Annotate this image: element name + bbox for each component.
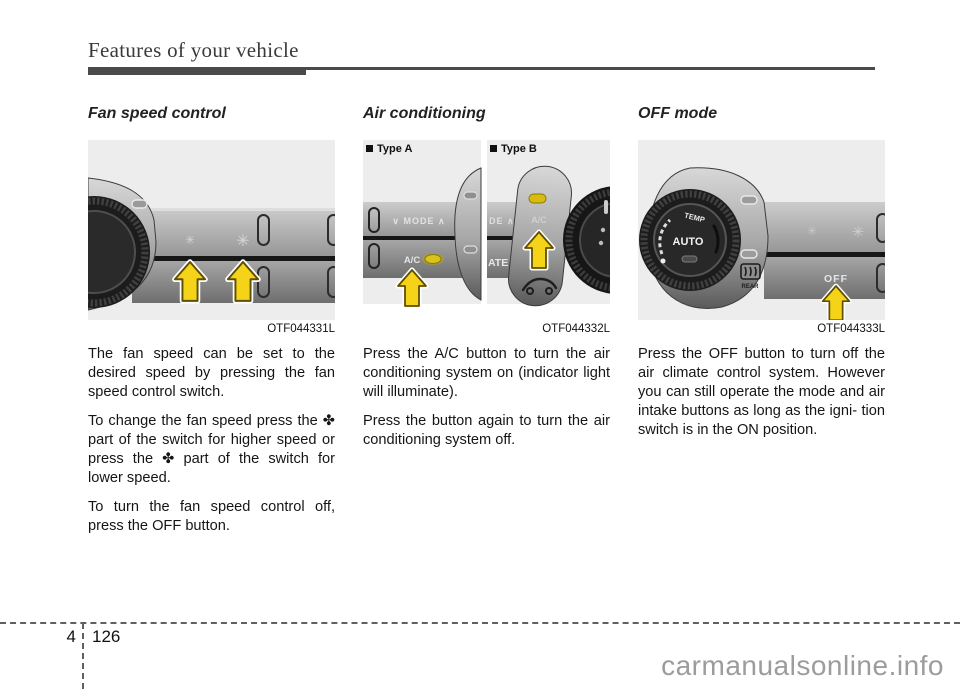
adjacent-housing-edge [454, 167, 482, 301]
strip-highlight [132, 208, 335, 211]
switch-pill-ac [368, 243, 380, 269]
chapter-number: 4 [66, 627, 76, 646]
section-off-mode: OFF mode ✳ ✳ OFF REAR [638, 104, 885, 450]
figure-fan-speed-control: ✳ ✳ OTF044331L [88, 140, 335, 336]
strip-divider [764, 252, 885, 257]
knob-knurl-ring [640, 190, 740, 290]
section-heading-fan-speed: Fan speed control [88, 105, 226, 122]
paragraph: To change the fan speed press the ✤ part… [88, 413, 335, 486]
fan-speed-body-text: The fan speed can be set to the desired … [88, 345, 335, 536]
ac-indicator-light [424, 254, 442, 264]
fan-high-icon: ✳ [852, 224, 865, 241]
figure-caption: OTF044332L [542, 323, 610, 335]
page-title: Features of your vehicle [88, 38, 299, 62]
switch-pill-edge-top [876, 213, 885, 243]
knob-face [653, 203, 727, 277]
knob-knurl-ring [88, 197, 149, 307]
recirculation-car-icon [521, 277, 558, 295]
switch-pill-edge-top [327, 214, 335, 246]
knob-knurl-ring [565, 188, 610, 292]
ac-indicator-light-b [528, 193, 547, 204]
type-b-bullet [490, 145, 497, 152]
strip-divider [132, 256, 335, 261]
housing-indicator-bottom [740, 249, 758, 259]
knob-face [88, 210, 136, 294]
section-fan-speed-control: Fan speed control ✳ ✳ [88, 104, 335, 546]
paragraph: The fan speed can be set to the desired … [88, 346, 335, 400]
mode-row [363, 202, 467, 236]
paragraph: Press the OFF button to turn off the air… [638, 346, 885, 438]
paragraph: To turn the fan speed control off, press… [88, 499, 335, 534]
figure-air-conditioning: Type A ∨ MODE ∧ A/C Type B [363, 140, 610, 336]
knob-face-pill [681, 255, 698, 263]
off-mode-panel-illustration: ✳ ✳ OFF REAR TEMP [638, 140, 885, 320]
strip-divider [363, 236, 467, 240]
header-rule-line [88, 67, 875, 70]
paragraph: Press the button again to turn the air c… [363, 413, 610, 448]
air-conditioning-body-text: Press the A/C button to turn the air con… [363, 345, 610, 450]
auto-label: AUTO [673, 236, 704, 248]
rear-button-label: REAR [741, 284, 759, 290]
figure-caption: OTF044333L [817, 323, 885, 335]
switch-pill-top [257, 214, 270, 246]
panel-strip-top [764, 202, 885, 252]
off-mode-body-text: Press the OFF button to turn off the air… [638, 345, 885, 440]
housing-indicator-top [740, 195, 758, 205]
knob-pointer-arc [712, 224, 720, 254]
watermark-text: carmanualsonline.info [661, 650, 944, 681]
section-air-conditioning: Air conditioning Type A ∨ MODE ∧ A/C [363, 104, 610, 460]
section-heading-off-mode: OFF mode [638, 105, 718, 122]
panel-strip-top [132, 208, 335, 256]
header-rule-bar [88, 67, 306, 75]
figure-caption: OTF044331L [267, 323, 335, 335]
off-button-label: OFF [824, 273, 848, 285]
housing-indicator-top [131, 199, 148, 209]
mode-button-label-partial: DE ∧ [489, 216, 515, 226]
air-conditioning-panel-illustration: Type A ∨ MODE ∧ A/C Type B [363, 140, 610, 320]
fan-speed-panel-illustration: ✳ ✳ [88, 140, 335, 320]
type-a-bullet [366, 145, 373, 152]
mode-button-label: ∨ MODE ∧ [392, 216, 445, 226]
knob-dot [600, 227, 606, 233]
rear-defrost-button: REAR [740, 263, 761, 290]
type-b-label: Type B [501, 143, 537, 155]
switch-pill-edge-bottom [876, 263, 885, 293]
page-number: 126 [92, 627, 121, 646]
knob-dot [598, 240, 604, 246]
knob-marker [604, 200, 608, 214]
temp-scale-dot [660, 258, 666, 264]
section-heading-air-conditioning: Air conditioning [363, 105, 486, 122]
fan-low-icon: ✳ [185, 233, 195, 247]
switch-pill-edge-bottom [327, 266, 335, 298]
housing-indicator [463, 191, 478, 200]
paragraph: Press the A/C button to turn the air con… [363, 346, 610, 400]
fan-low-icon: ✳ [807, 224, 817, 238]
switch-pill-mode [368, 207, 380, 233]
type-a-label: Type A [377, 143, 413, 155]
figure-off-mode: ✳ ✳ OFF REAR TEMP [638, 140, 885, 336]
ac-button-label-b: A/C [531, 215, 547, 225]
fan-high-icon: ✳ [236, 233, 249, 250]
footer-vertical-dashed-line [82, 623, 84, 689]
ac-button-label: A/C [404, 255, 421, 266]
switch-pill-bottom [257, 266, 270, 298]
knob-face [579, 202, 610, 278]
climate-button-label-partial: ATE [488, 257, 508, 269]
panel-strip-bottom [764, 257, 885, 299]
housing-indicator [463, 245, 478, 254]
temp-scale-ticks [658, 218, 672, 255]
footer-dashed-line [0, 622, 960, 624]
